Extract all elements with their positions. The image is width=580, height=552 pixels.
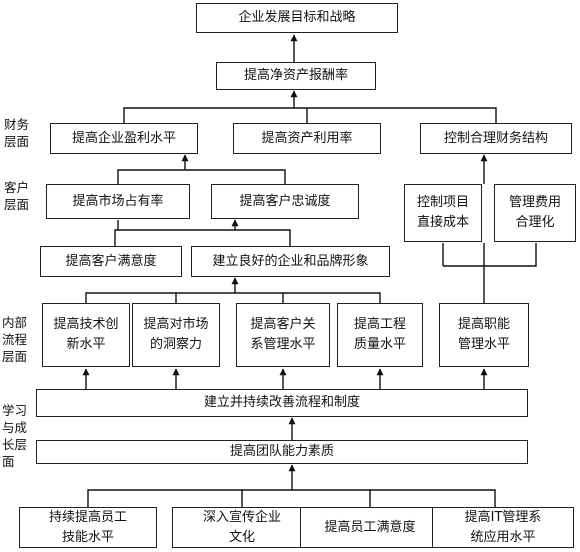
level-label-finance: 财务 层面: [4, 117, 30, 149]
node-brand: 建立良好的企业和品牌形象: [191, 246, 390, 277]
node-process: 建立并持续改善流程和制度: [36, 389, 528, 417]
node-asset-use: 提高资产利用率: [233, 123, 381, 154]
node-loyalty: 提高客户忠诚度: [211, 184, 359, 219]
node-it: 提高IT管理系 统应用水平: [432, 507, 574, 548]
node-insight: 提高对市场 的洞察力: [132, 303, 220, 367]
node-satisfaction: 提高客户满意度: [40, 246, 182, 277]
node-quality: 提高工程 质量水平: [337, 303, 423, 367]
node-roe: 提高净资产报酬率: [216, 62, 376, 90]
node-mgmt-cost: 管理费用 合理化: [494, 184, 576, 242]
node-staff-satisfaction: 提高员工满意度: [300, 507, 440, 548]
node-direct-cost: 控制项目 直接成本: [404, 184, 482, 242]
node-market-share: 提高市场占有率: [46, 184, 190, 219]
node-goal: 企业发展目标和战略: [196, 3, 398, 33]
level-label-learning: 学习 与成 长层 面: [2, 403, 28, 469]
node-team: 提高团队能力素质: [36, 440, 528, 464]
node-function-mgmt: 提高职能 管理水平: [439, 303, 529, 367]
level-label-customer: 客户 层面: [4, 180, 30, 212]
level-label-internal: 内部 流程 层面: [2, 315, 28, 364]
node-fin-struct: 控制合理财务结构: [420, 123, 572, 154]
node-profit: 提高企业盈利水平: [50, 123, 198, 154]
node-innovation: 提高技术创 新水平: [42, 303, 130, 367]
node-staff-skill: 持续提高员工 技能水平: [19, 507, 157, 548]
node-crm: 提高客户关 系管理水平: [236, 303, 330, 367]
node-culture: 深入宣传企业 文化: [172, 507, 312, 548]
